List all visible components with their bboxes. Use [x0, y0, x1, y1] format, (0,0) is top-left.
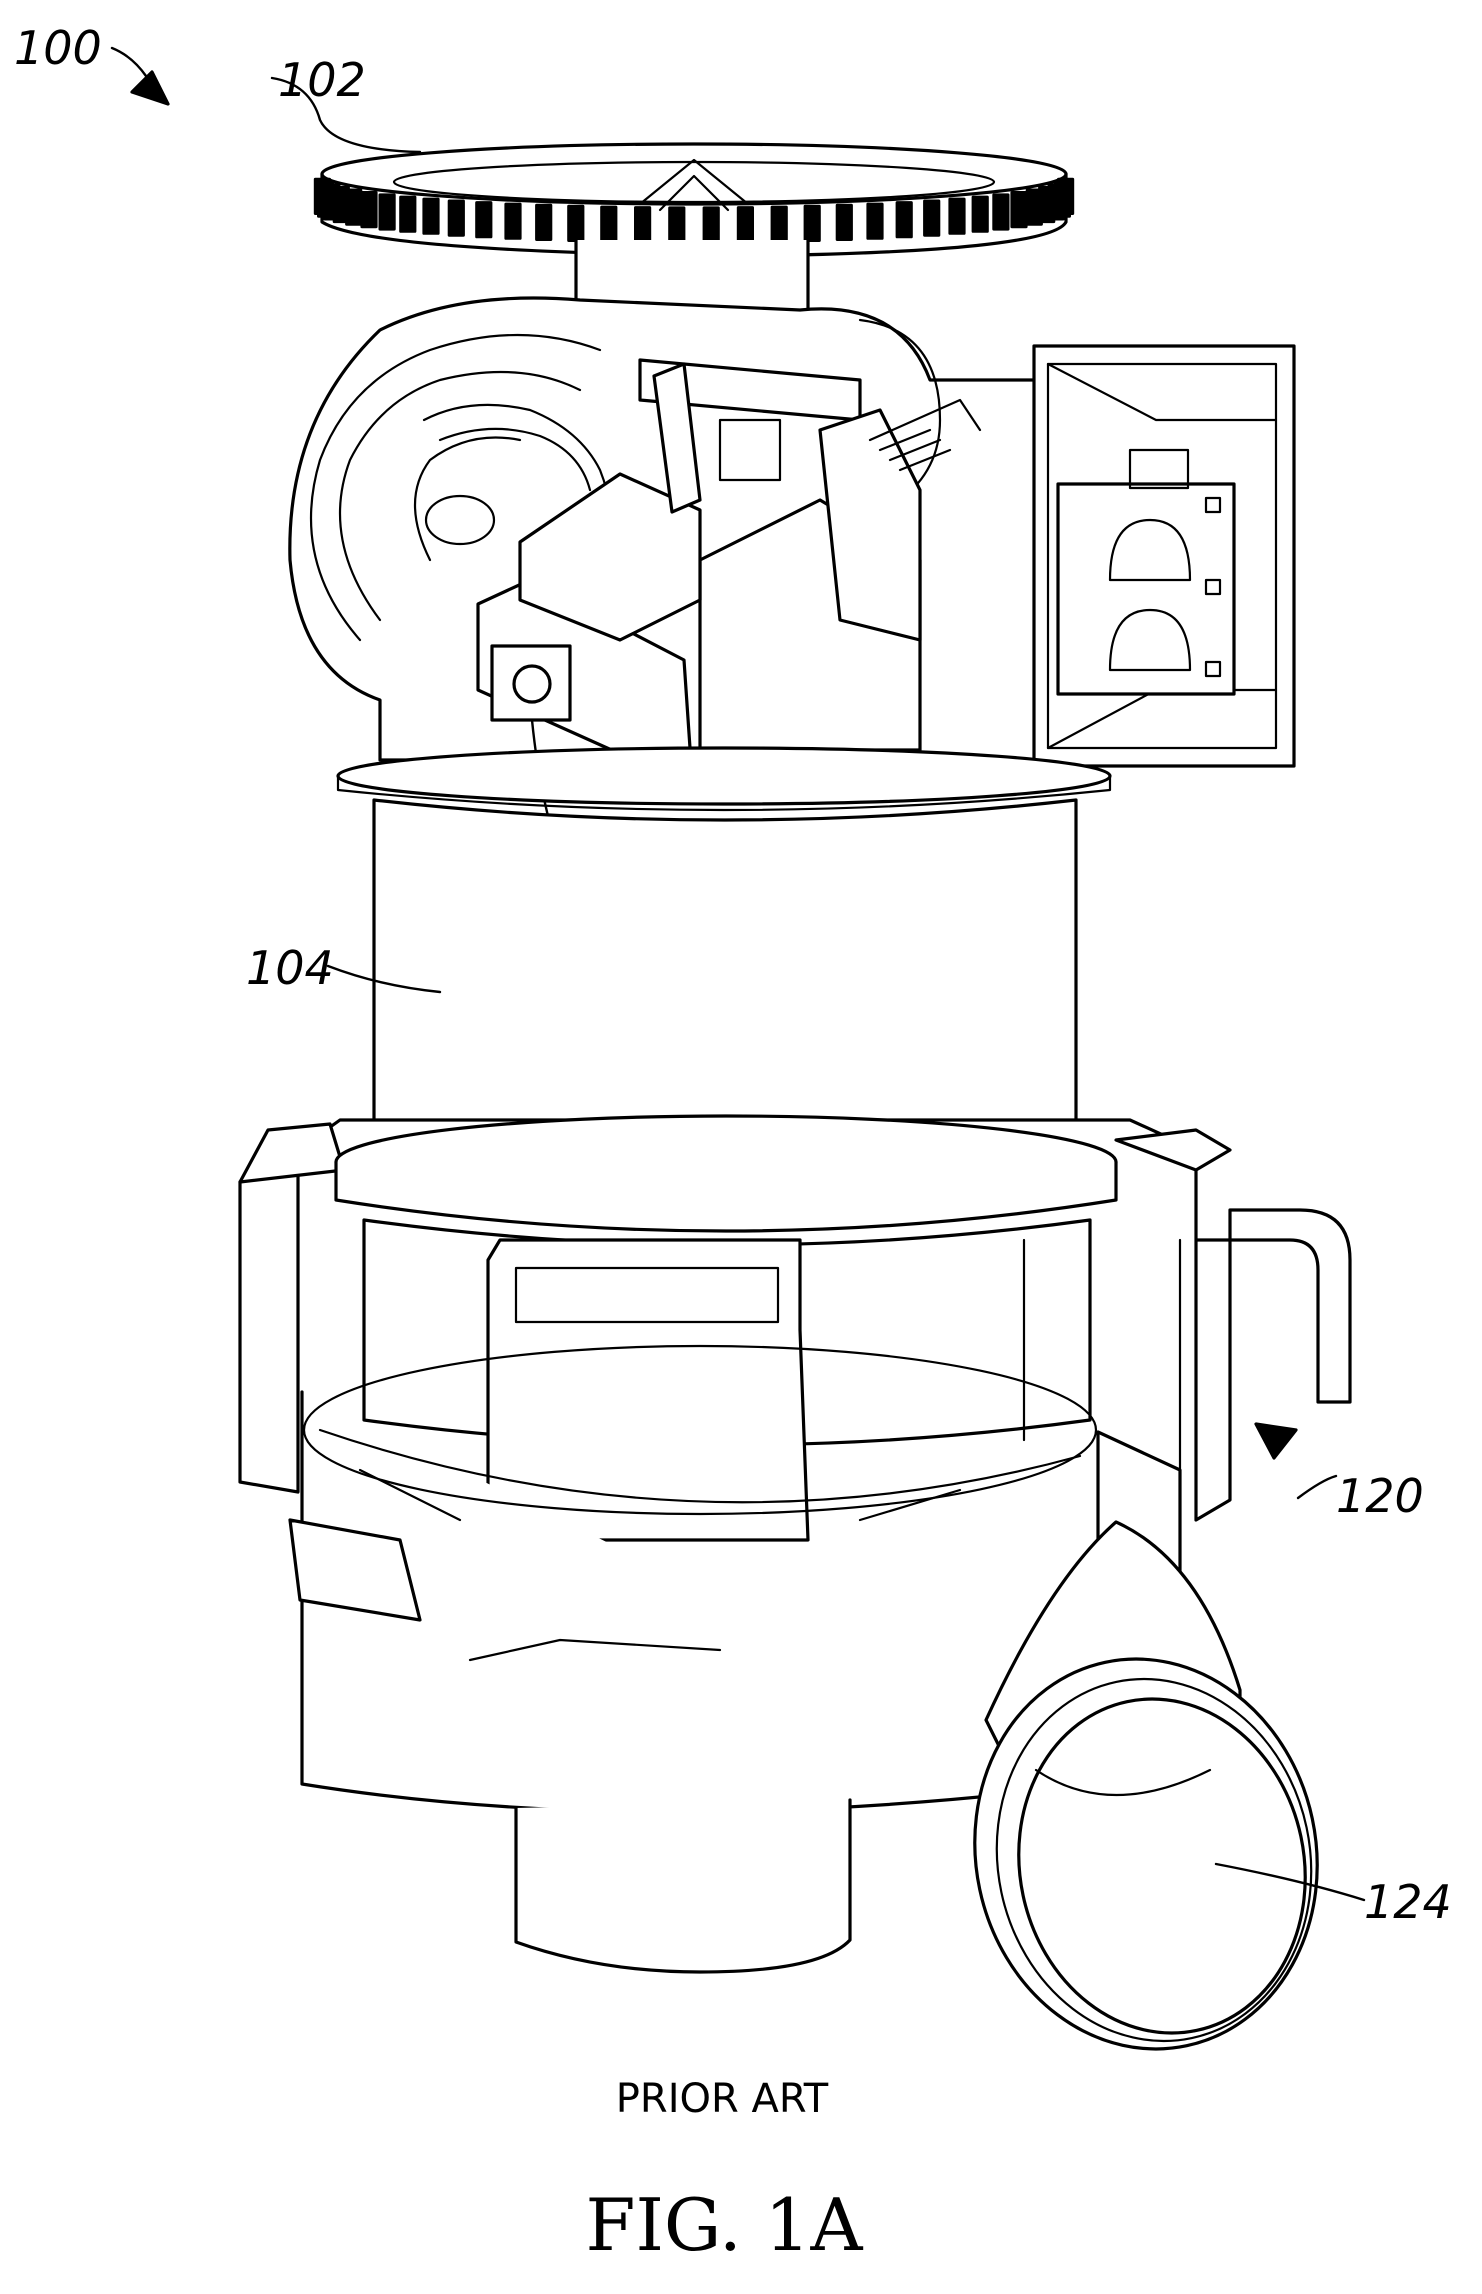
- front-mount-block: [488, 1240, 808, 1540]
- ref-label-120: 120: [1336, 1469, 1424, 1523]
- upper-flange-ring: [338, 748, 1110, 804]
- gear-tooth: [347, 190, 361, 224]
- leader-120: [1298, 1476, 1336, 1498]
- gear-tooth: [994, 195, 1008, 229]
- gear-tooth: [506, 204, 520, 238]
- gear-tooth: [380, 195, 394, 229]
- caption-prior-art: PRIOR ART: [616, 2076, 829, 2122]
- ref-label-124: 124: [1364, 1875, 1452, 1929]
- drain-outlet-bottom: [516, 1800, 850, 1972]
- gear-ring: 102: [272, 53, 1073, 256]
- gear-tooth: [805, 206, 819, 240]
- gear-tooth: [868, 204, 882, 238]
- gear-tooth: [636, 208, 650, 242]
- gear-top-face: [322, 144, 1066, 204]
- ref-label-104: 104: [246, 941, 334, 995]
- gear-tooth: [537, 205, 551, 239]
- figure-caption: FIG. 1A: [586, 2183, 864, 2267]
- gear-tooth: [362, 193, 376, 227]
- switch-contact: [720, 420, 780, 480]
- gear-tooth: [897, 203, 911, 237]
- gear-tooth: [424, 199, 438, 233]
- gear-tooth: [1059, 179, 1073, 213]
- gear-tooth: [569, 206, 583, 240]
- arrow-down-right-icon: [132, 72, 168, 104]
- gear-tooth: [973, 197, 987, 231]
- gear-tooth: [449, 201, 463, 235]
- gear-tooth: [772, 207, 786, 241]
- gear-tooth: [704, 208, 718, 242]
- gear-tooth: [950, 199, 964, 233]
- gear-tooth: [738, 208, 752, 242]
- ref-label-102: 102: [278, 53, 366, 107]
- bracket-left-tab: [240, 1124, 344, 1182]
- gear-tooth: [670, 208, 684, 242]
- arrow-up-left-icon: [1256, 1424, 1296, 1458]
- gear-tooth: [1012, 193, 1026, 227]
- leader-100: [112, 48, 146, 76]
- gear-tooth: [925, 201, 939, 235]
- gear-tooth: [477, 203, 491, 237]
- label-group-100: 100: [14, 21, 168, 104]
- gear-tooth: [401, 197, 415, 231]
- ref-label-100: 100: [14, 21, 102, 75]
- electrical-connector: [1034, 346, 1294, 766]
- outlet-pipe: 124: [939, 1522, 1452, 2081]
- upper-flange: [338, 748, 1110, 810]
- gear-tooth: [602, 207, 616, 241]
- sensor-face: [492, 646, 570, 720]
- gear-tooth: [837, 205, 851, 239]
